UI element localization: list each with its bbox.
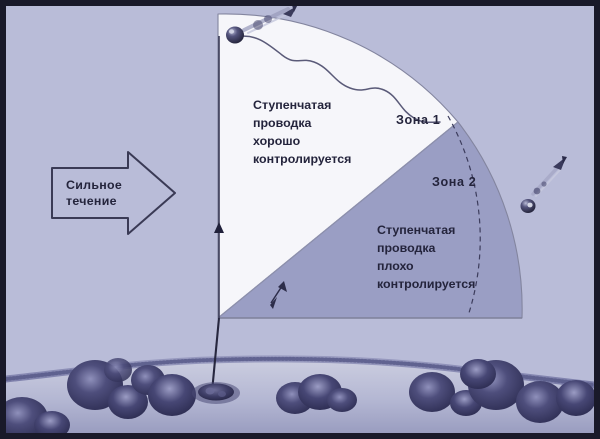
- boulder-cluster-left: [6, 358, 196, 433]
- swept-trajectory-dashed: [447, 115, 481, 317]
- zone-1-caption-line-4: контролируется: [253, 152, 351, 166]
- zone-2-caption-line-1: Ступенчатая: [377, 223, 455, 237]
- zone-2-caption-line-4: контролируется: [377, 277, 475, 291]
- bottom-anchor-point: [192, 382, 240, 404]
- lure-at-apex: [226, 6, 297, 44]
- lure-in-zone-2: [520, 156, 567, 213]
- line-direction-arrow: [214, 222, 224, 233]
- zone-2-caption-line-2: проводка: [377, 241, 436, 255]
- current-arrow-label-line2: течение: [66, 194, 117, 208]
- zone-2-caption-line-3: плохо: [377, 259, 414, 273]
- zone-2-caption: Ступенчатая проводка плохо контролируетс…: [377, 223, 475, 291]
- fishing-line-to-bottom: [210, 317, 221, 393]
- sector-angle-arrow: [270, 281, 287, 309]
- step-retrieve-path: [235, 35, 441, 124]
- zone-1-caption-line-2: проводка: [253, 116, 312, 130]
- strong-current-arrow[interactable]: Сильное течение: [51, 151, 176, 235]
- current-arrow-label-line1: Сильное: [66, 178, 122, 192]
- zone-2-sector: [217, 121, 523, 319]
- zone-1-sector: [217, 13, 459, 319]
- zone-1-caption-line-3: хорошо: [253, 134, 301, 148]
- seabed-with-boulders: [6, 355, 594, 433]
- zone-1-caption-line-1: Ступенчатая: [253, 98, 331, 112]
- boulder-cluster-middle: [276, 374, 357, 414]
- zone-1-label: Зона 1: [396, 113, 440, 127]
- zone-1-caption: Ступенчатая проводка хорошо контролирует…: [253, 98, 351, 166]
- zone-boundary-line: [217, 121, 459, 319]
- boulder-cluster-right: [409, 359, 594, 423]
- zone-2-label: Зона 2: [432, 175, 476, 189]
- current-arrow-shape: [51, 151, 176, 235]
